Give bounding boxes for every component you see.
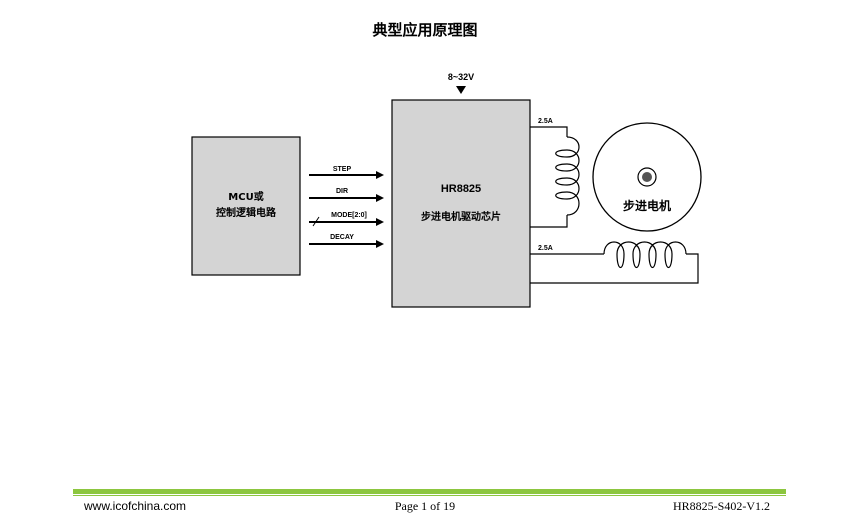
driver-block-label-line2: 步进电机驱动芯片 <box>421 210 501 223</box>
coil-b-winding-icon <box>603 241 687 269</box>
arrow-right-icon <box>376 240 384 248</box>
signal-dir-label: DIR <box>336 188 348 195</box>
signal-step-label: STEP <box>333 166 352 173</box>
coil-a: 2.5A <box>530 118 580 228</box>
driver-block-label-line1: HR8825 <box>441 183 481 195</box>
signal-mode: MODE[2:0] <box>309 212 384 227</box>
signal-decay: DECAY <box>309 234 384 248</box>
coil-a-current-label: 2.5A <box>538 118 553 125</box>
footer-doc-id: HR8825-S402-V1.2 <box>672 499 770 513</box>
supply-arrow-icon <box>456 86 466 94</box>
mcu-block-label-line2: 控制逻辑电路 <box>216 206 277 219</box>
motor-label: 步进电机 <box>623 198 671 213</box>
footer-divider-thin <box>73 495 786 496</box>
signal-decay-label: DECAY <box>330 234 354 241</box>
arrow-right-icon <box>376 194 384 202</box>
stepper-motor: 步进电机 <box>592 122 702 232</box>
page-title: 典型应用原理图 <box>372 21 478 39</box>
arrow-right-icon <box>376 171 384 179</box>
footer-website: www.icofchina.com <box>84 499 187 513</box>
mcu-block <box>191 136 301 276</box>
mcu-block-label-line1: MCU或 <box>228 190 263 203</box>
coil-b-current-label: 2.5A <box>538 245 553 252</box>
footer-divider-thick <box>73 489 786 494</box>
coil-b: 2.5A <box>530 241 699 284</box>
arrow-right-icon <box>376 218 384 226</box>
footer-page-number: Page 1 of 19 <box>394 499 456 513</box>
coil-a-winding-icon <box>555 136 580 216</box>
supply-voltage-label: 8~32V <box>448 72 474 82</box>
driver-block <box>391 99 531 308</box>
bus-slash-icon <box>312 216 320 227</box>
signal-mode-label: MODE[2:0] <box>331 212 367 219</box>
signal-step: STEP <box>309 166 384 179</box>
signal-dir: DIR <box>309 188 384 202</box>
